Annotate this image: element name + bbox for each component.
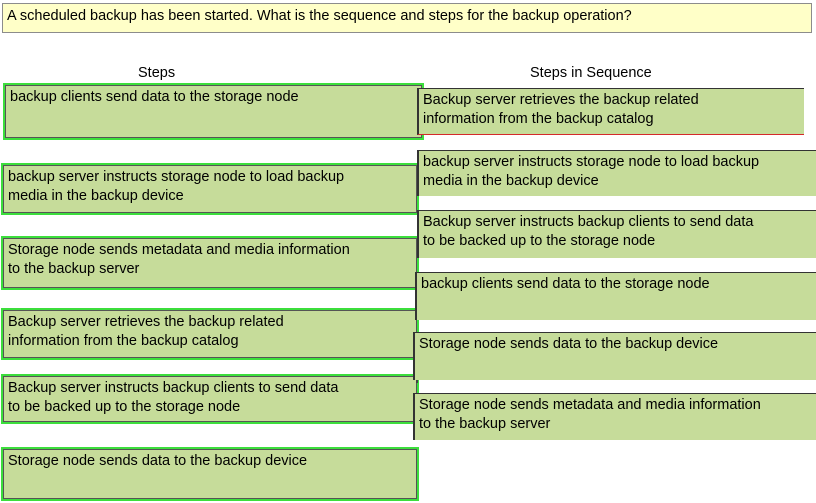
sequence-text-line: to be backed up to the storage node bbox=[423, 233, 656, 249]
sequence-slot-4[interactable]: backup clients send data to the storage … bbox=[415, 272, 816, 320]
sequence-slot-1[interactable]: Backup server retrieves the backup relat… bbox=[417, 88, 804, 135]
step-card[interactable]: backup clients send data to the storage … bbox=[5, 85, 422, 138]
steps-column-header: Steps bbox=[138, 65, 176, 81]
step-text-line: information from the backup catalog bbox=[8, 333, 239, 349]
step-card[interactable]: Backup server instructs backup clients t… bbox=[3, 376, 417, 422]
sequence-text-line: to the backup server bbox=[419, 416, 551, 432]
divider-tick bbox=[416, 380, 418, 383]
sequence-text-line: Backup server instructs backup clients t… bbox=[423, 214, 754, 230]
sequence-text-line: backup clients send data to the storage … bbox=[421, 276, 710, 292]
step-text-line: backup clients send data to the storage … bbox=[10, 89, 299, 105]
sequence-slot-3[interactable]: Backup server instructs backup clients t… bbox=[417, 210, 816, 258]
sequence-column-header: Steps in Sequence bbox=[530, 65, 652, 81]
step-text-line: backup server instructs storage node to … bbox=[8, 169, 345, 185]
sequence-text-line: media in the backup device bbox=[423, 173, 599, 189]
sequence-text-line: backup server instructs storage node to … bbox=[423, 154, 760, 170]
step-card[interactable]: Storage node sends data to the backup de… bbox=[3, 449, 417, 499]
step-text-line: Backup server retrieves the backup relat… bbox=[8, 314, 284, 330]
step-text-line: media in the backup device bbox=[8, 188, 184, 204]
step-text-line: Storage node sends data to the backup de… bbox=[8, 453, 308, 469]
sequence-slot-2[interactable]: backup server instructs storage node to … bbox=[417, 150, 816, 196]
sequence-slot-5[interactable]: Storage node sends data to the backup de… bbox=[413, 332, 816, 380]
step-card[interactable]: Backup server retrieves the backup relat… bbox=[3, 310, 417, 358]
step-card[interactable]: Storage node sends metadata and media in… bbox=[3, 238, 417, 288]
step-text-line: Backup server instructs backup clients t… bbox=[8, 380, 339, 396]
sequence-slot-6[interactable]: Storage node sends metadata and media in… bbox=[413, 393, 816, 440]
question-prompt: A scheduled backup has been started. Wha… bbox=[2, 3, 812, 33]
step-text-line: Storage node sends metadata and media in… bbox=[8, 242, 350, 258]
step-card[interactable]: backup server instructs storage node to … bbox=[3, 165, 417, 213]
step-text-line: to the backup server bbox=[8, 261, 140, 277]
sequence-text-line: Backup server retrieves the backup relat… bbox=[423, 92, 699, 108]
sequence-text-line: Storage node sends data to the backup de… bbox=[419, 336, 719, 352]
sequence-text-line: information from the backup catalog bbox=[423, 111, 654, 127]
step-text-line: to be backed up to the storage node bbox=[8, 399, 241, 415]
sequence-text-line: Storage node sends metadata and media in… bbox=[419, 397, 761, 413]
